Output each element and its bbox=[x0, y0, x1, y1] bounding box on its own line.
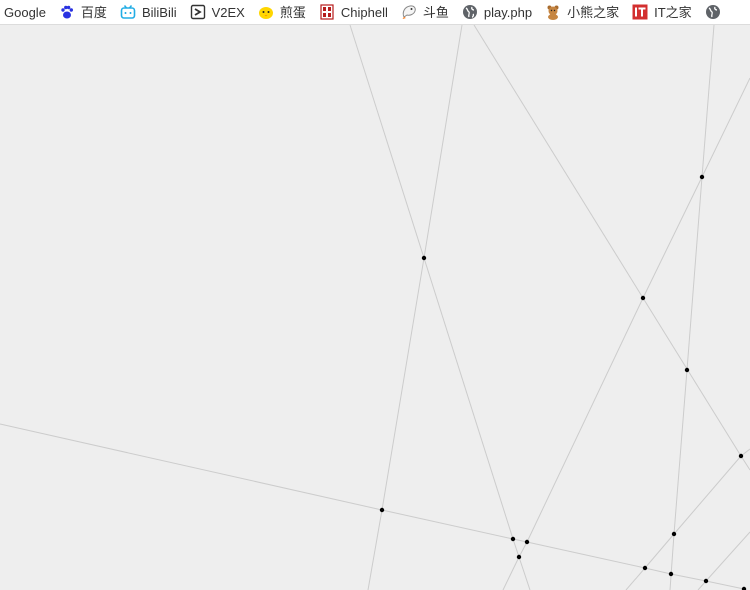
network-line bbox=[686, 176, 703, 371]
bookmark-douyu-label: 斗鱼 bbox=[422, 4, 449, 20]
bookmark-play-php-label: play.php bbox=[483, 4, 533, 20]
network-node bbox=[668, 571, 674, 577]
network-node bbox=[379, 507, 385, 513]
network-node bbox=[516, 554, 522, 560]
douyu-fish-icon bbox=[401, 4, 417, 20]
network-line bbox=[670, 573, 707, 582]
network-line bbox=[502, 556, 520, 590]
bookmark-v2ex[interactable]: V2EX bbox=[186, 0, 254, 24]
network-node bbox=[524, 539, 530, 545]
bookmark-douyu[interactable]: 斗鱼 bbox=[397, 0, 458, 24]
bookmarks-bar: Google 百度 BiliBili bbox=[0, 0, 750, 25]
network-line bbox=[642, 176, 703, 299]
network-line bbox=[349, 25, 425, 259]
network-line bbox=[701, 77, 750, 178]
network-node bbox=[642, 565, 648, 571]
network-line bbox=[644, 567, 672, 575]
network-line bbox=[367, 509, 383, 590]
bookmark-xiaoxiong-label: 小熊之家 bbox=[567, 4, 620, 20]
bookmark-extra[interactable] bbox=[701, 0, 736, 24]
network-node bbox=[738, 453, 744, 459]
bookmark-google-label: Google bbox=[4, 4, 46, 20]
network-node bbox=[699, 174, 705, 180]
network-node bbox=[510, 536, 516, 542]
network-line bbox=[423, 257, 514, 540]
network-node bbox=[421, 255, 427, 261]
ithome-icon bbox=[632, 4, 648, 20]
bookmark-jandan[interactable]: 煎蛋 bbox=[254, 0, 315, 24]
particle-network-canvas[interactable] bbox=[0, 25, 750, 590]
network-graphic bbox=[0, 25, 750, 590]
network-node bbox=[684, 367, 690, 373]
bookmark-google[interactable]: Google bbox=[0, 0, 55, 24]
network-line bbox=[473, 25, 644, 299]
bookmark-bilibili[interactable]: BiliBili bbox=[116, 0, 186, 24]
baidu-paw-icon bbox=[59, 4, 75, 20]
network-line bbox=[381, 509, 514, 540]
network-node bbox=[741, 586, 747, 590]
jandan-chick-icon bbox=[258, 4, 274, 20]
network-line bbox=[526, 297, 644, 543]
network-line bbox=[669, 533, 675, 590]
bookmark-chiphell-label: Chiphell bbox=[340, 4, 388, 20]
network-line bbox=[423, 25, 463, 259]
network-node bbox=[703, 578, 709, 584]
bilibili-tv-icon bbox=[120, 4, 136, 20]
bear-icon bbox=[545, 4, 561, 20]
bookmark-play-php[interactable]: play.php bbox=[458, 0, 541, 24]
network-line bbox=[642, 297, 742, 457]
bookmark-baidu-label: 百度 bbox=[80, 4, 107, 20]
network-line bbox=[381, 257, 425, 511]
network-line bbox=[705, 531, 750, 582]
bookmark-jandan-label: 煎蛋 bbox=[279, 4, 306, 20]
network-node bbox=[671, 531, 677, 537]
network-line bbox=[740, 455, 750, 471]
bookmark-bilibili-label: BiliBili bbox=[141, 4, 177, 20]
network-node bbox=[640, 295, 646, 301]
bookmark-xiaoxiong[interactable]: 小熊之家 bbox=[541, 0, 628, 24]
network-line bbox=[518, 541, 528, 558]
network-line bbox=[705, 580, 745, 590]
globe-icon bbox=[705, 4, 721, 20]
bookmark-chiphell[interactable]: Chiphell bbox=[315, 0, 397, 24]
globe-icon bbox=[462, 4, 478, 20]
network-line bbox=[512, 538, 528, 543]
bookmark-baidu[interactable]: 百度 bbox=[55, 0, 116, 24]
network-line bbox=[644, 533, 675, 569]
network-line bbox=[625, 567, 646, 590]
network-line bbox=[673, 369, 688, 535]
network-line bbox=[701, 25, 715, 178]
bookmark-ithome-label: IT之家 bbox=[654, 4, 692, 20]
v2ex-icon bbox=[190, 4, 206, 20]
network-line bbox=[512, 538, 531, 590]
chiphell-icon bbox=[319, 4, 335, 20]
network-line bbox=[0, 423, 383, 511]
bookmark-v2ex-label: V2EX bbox=[211, 4, 245, 20]
bookmark-ithome[interactable]: IT之家 bbox=[628, 0, 701, 24]
network-line bbox=[526, 541, 646, 569]
network-line bbox=[673, 455, 742, 535]
